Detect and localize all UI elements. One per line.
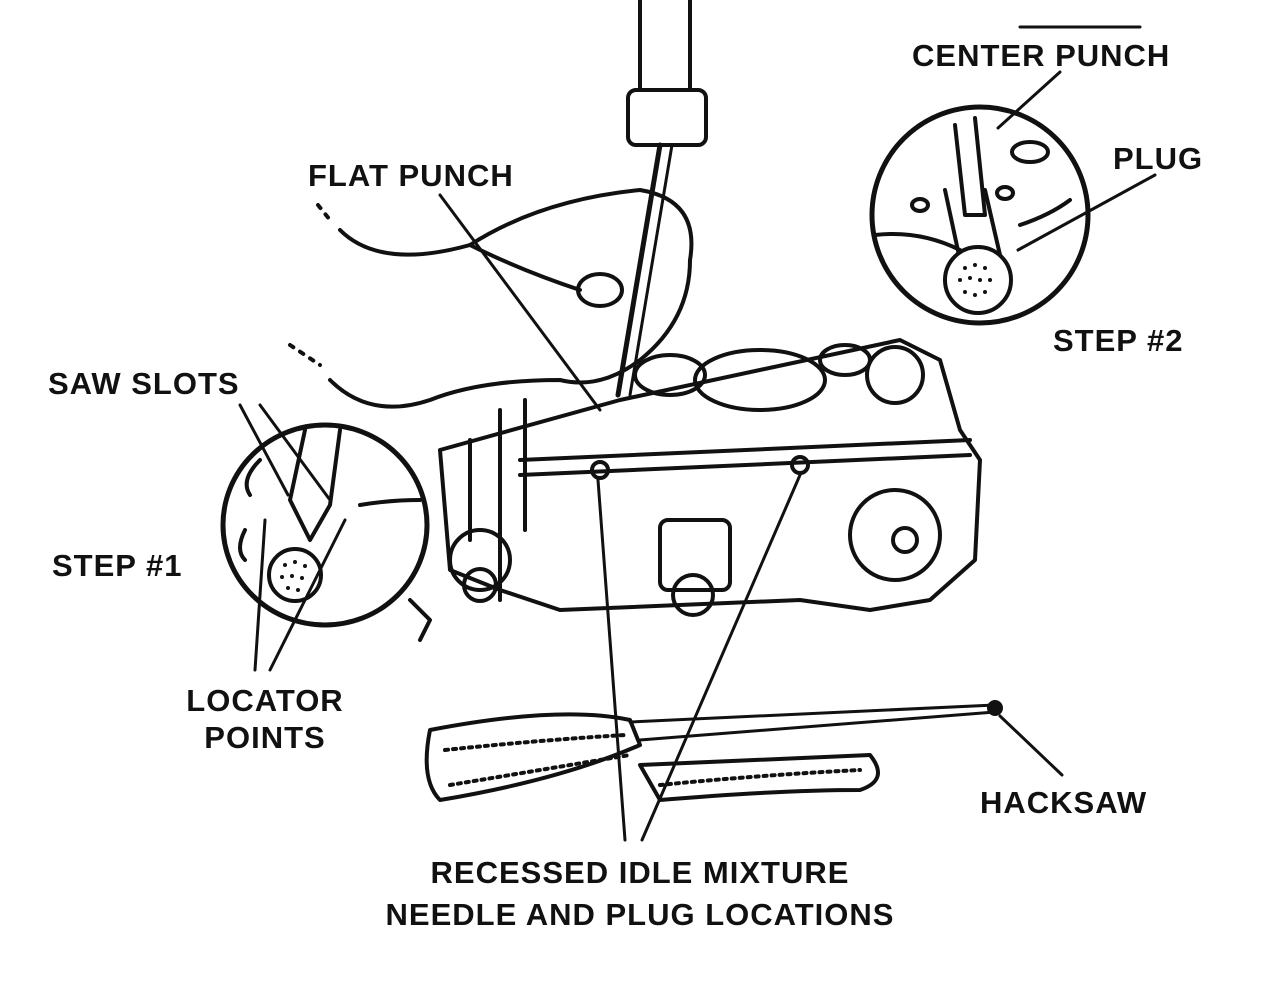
caption-line-2: NEEDLE AND PLUG LOCATIONS [385,897,895,932]
saw-slots-leaders [238,403,332,502]
hacksaw [424,700,1003,802]
plug-leader [1016,173,1157,252]
label-flat-punch: FLAT PUNCH [308,158,514,193]
carburetor [408,338,982,642]
plug-dots [958,263,992,297]
step1-inset [220,422,430,628]
locator-points-leaders [253,518,347,672]
label-hacksaw: HACKSAW [980,785,1148,820]
step2-inset [869,104,1091,326]
plug-dots [280,560,307,592]
label-step-2: STEP #2 [1053,323,1184,358]
label-step-1: STEP #1 [52,548,183,583]
caption-line-1: RECESSED IDLE MIXTURE [430,855,850,890]
label-plug: PLUG [1113,141,1204,176]
hacksaw-leader [998,714,1064,777]
label-locator: LOCATOR [186,683,344,718]
label-saw-slots: SAW SLOTS [48,366,240,401]
hand-with-flat-punch [288,0,708,409]
flat-punch-leader [438,193,602,412]
recessed-idle-mixture-leaders [596,473,802,842]
center-punch-leader [996,70,1062,130]
label-points: POINTS [204,720,326,755]
label-center-punch: CENTER PUNCH [912,38,1171,73]
